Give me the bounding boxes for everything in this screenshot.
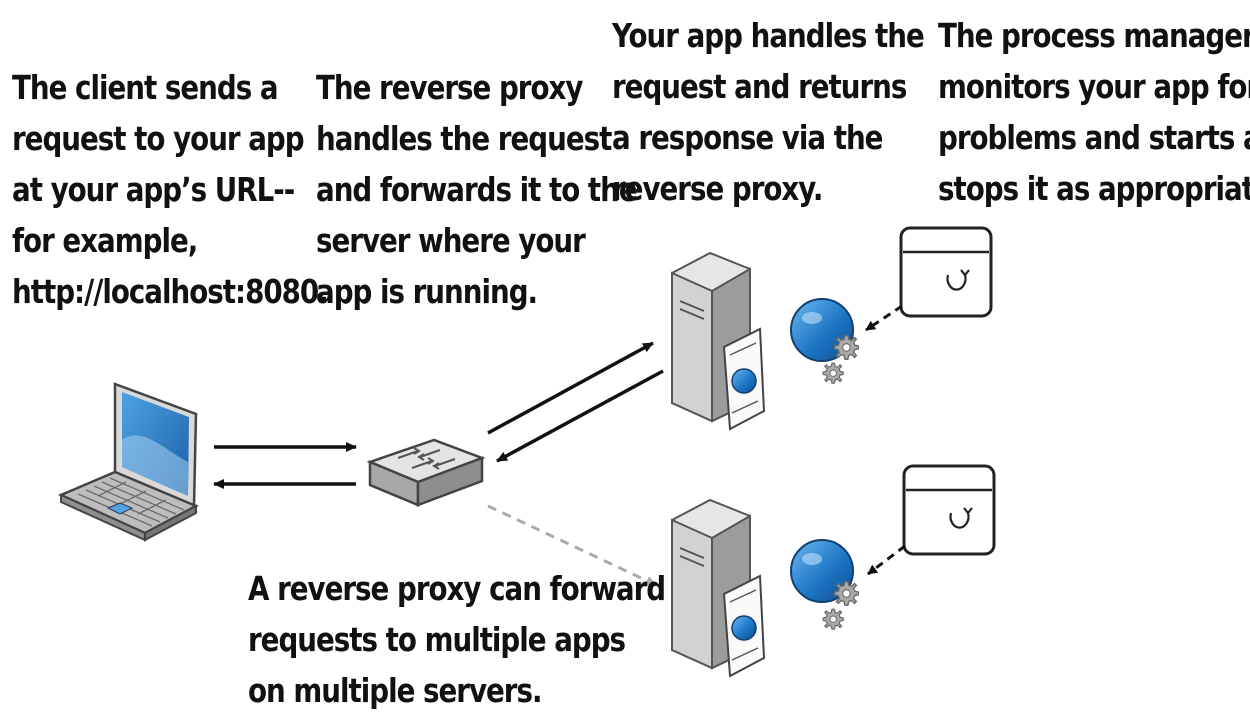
caption-line: The reverse proxy — [316, 68, 583, 107]
caption-line: Your app handles the — [612, 16, 925, 55]
server-icon — [671, 499, 765, 677]
caption-multiple-apps: A reverse proxy can forward requests to … — [248, 563, 666, 713]
arrow-proxy-to-server — [487, 341, 654, 435]
server-icon — [671, 252, 765, 430]
caption-line: handles the request — [316, 119, 612, 158]
caption-line: A reverse proxy can forward — [248, 569, 666, 608]
caption-line: reverse proxy. — [612, 169, 823, 208]
arrow-server-to-proxy — [496, 369, 664, 463]
caption-line: stops it as appropriate. — [938, 169, 1250, 208]
caption-line: server where your — [316, 221, 586, 260]
caption-line: The process manager — [938, 16, 1250, 55]
caption-client-request: The client sends a request to your app a… — [12, 62, 329, 317]
arrow-pm-to-app — [867, 544, 906, 576]
caption-line: for example, — [12, 221, 198, 260]
process-manager-window-icon — [902, 464, 996, 556]
caption-process-manager: The process manager monitors your app fo… — [938, 10, 1250, 214]
caption-line: app is running. — [316, 272, 538, 311]
caption-reverse-proxy: The reverse proxy handles the request an… — [316, 62, 638, 317]
caption-line: problems and starts and — [938, 118, 1250, 157]
caption-line: http://localhost:8080. — [12, 272, 329, 311]
arrow-pm-to-app — [865, 304, 903, 332]
caption-line: requests to multiple apps — [248, 620, 626, 659]
caption-line: at your app’s URL-- — [12, 170, 295, 209]
reverse-proxy-switch-icon — [366, 438, 486, 507]
laptop-icon — [57, 382, 199, 542]
caption-line: a response via the — [612, 118, 883, 157]
caption-line: on multiple servers. — [248, 671, 542, 710]
process-manager-window-icon — [899, 226, 993, 318]
caption-line: monitors your app for — [938, 67, 1250, 106]
caption-line: request to your app — [12, 119, 305, 158]
caption-line: The client sends a — [12, 68, 279, 107]
caption-line: request and returns — [612, 67, 907, 106]
caption-line: and forwards it to the — [316, 170, 638, 209]
caption-app-handles: Your app handles the request and returns… — [612, 10, 925, 214]
